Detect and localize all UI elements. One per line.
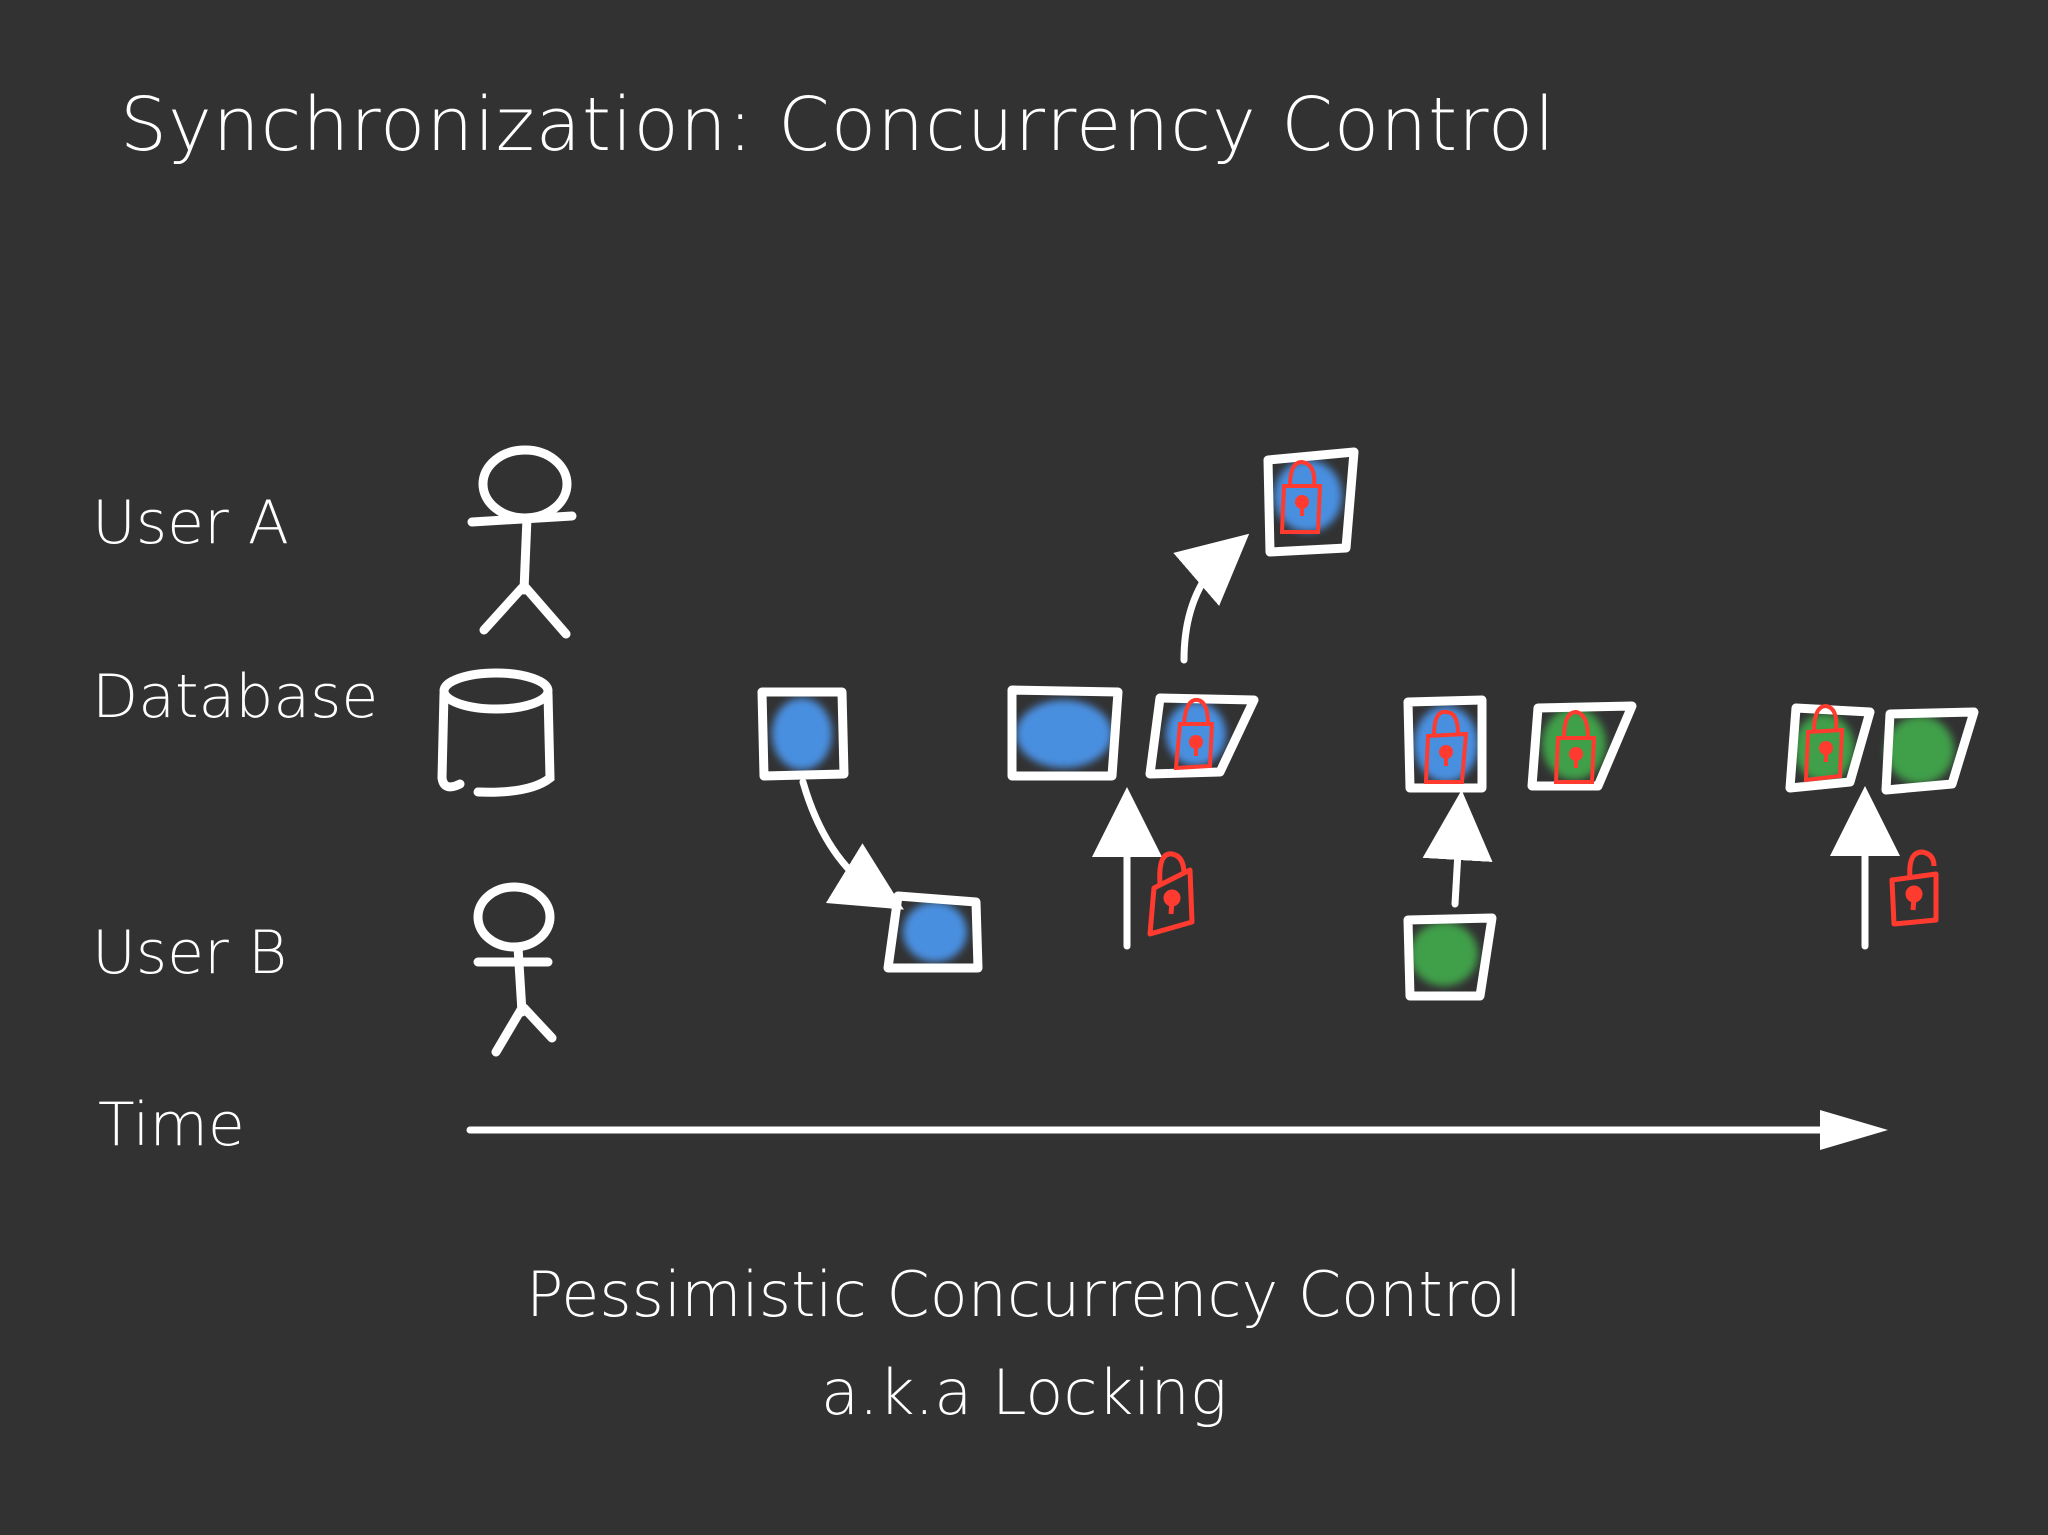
record-icon: [1263, 447, 1359, 557]
record-icon: [1785, 703, 1875, 793]
record-icon: [1527, 701, 1637, 791]
padlock-icon: [1147, 851, 1195, 937]
user-b-stick-figure-icon: [473, 882, 557, 1057]
record-icon: [757, 687, 849, 781]
record-icon: [1403, 913, 1497, 1001]
row-label-database: Database: [92, 662, 379, 732]
record-icon: [1403, 695, 1487, 793]
padlock-icon: [1173, 697, 1215, 771]
user-a-stick-figure-icon: [467, 445, 577, 639]
record-icon: [1007, 685, 1123, 781]
slide-title: Synchronization: Concurrency Control: [120, 82, 1556, 168]
row-label-user-a: User A: [92, 488, 289, 558]
caption-line-2: a.k.a Locking: [820, 1356, 1228, 1429]
record-icon: [1145, 693, 1259, 779]
record-icon: [1881, 707, 1979, 795]
padlock-icon: [1279, 459, 1323, 534]
padlock-icon: [1553, 709, 1597, 784]
row-label-time: Time: [98, 1090, 245, 1160]
padlock-icon: [1423, 709, 1469, 784]
record-icon: [883, 891, 983, 973]
open-padlock-icon: [1889, 849, 1939, 927]
caption-line-1: Pessimistic Concurrency Control: [526, 1258, 1522, 1331]
database-cylinder-icon: [437, 668, 555, 797]
padlock-icon: [1803, 703, 1845, 783]
arrow-icon: [799, 778, 904, 910]
arrow-icon: [1422, 790, 1493, 908]
arrow-icon: [1173, 533, 1250, 664]
time-axis-arrow-icon: [466, 1110, 1888, 1150]
row-label-user-b: User B: [92, 918, 288, 988]
